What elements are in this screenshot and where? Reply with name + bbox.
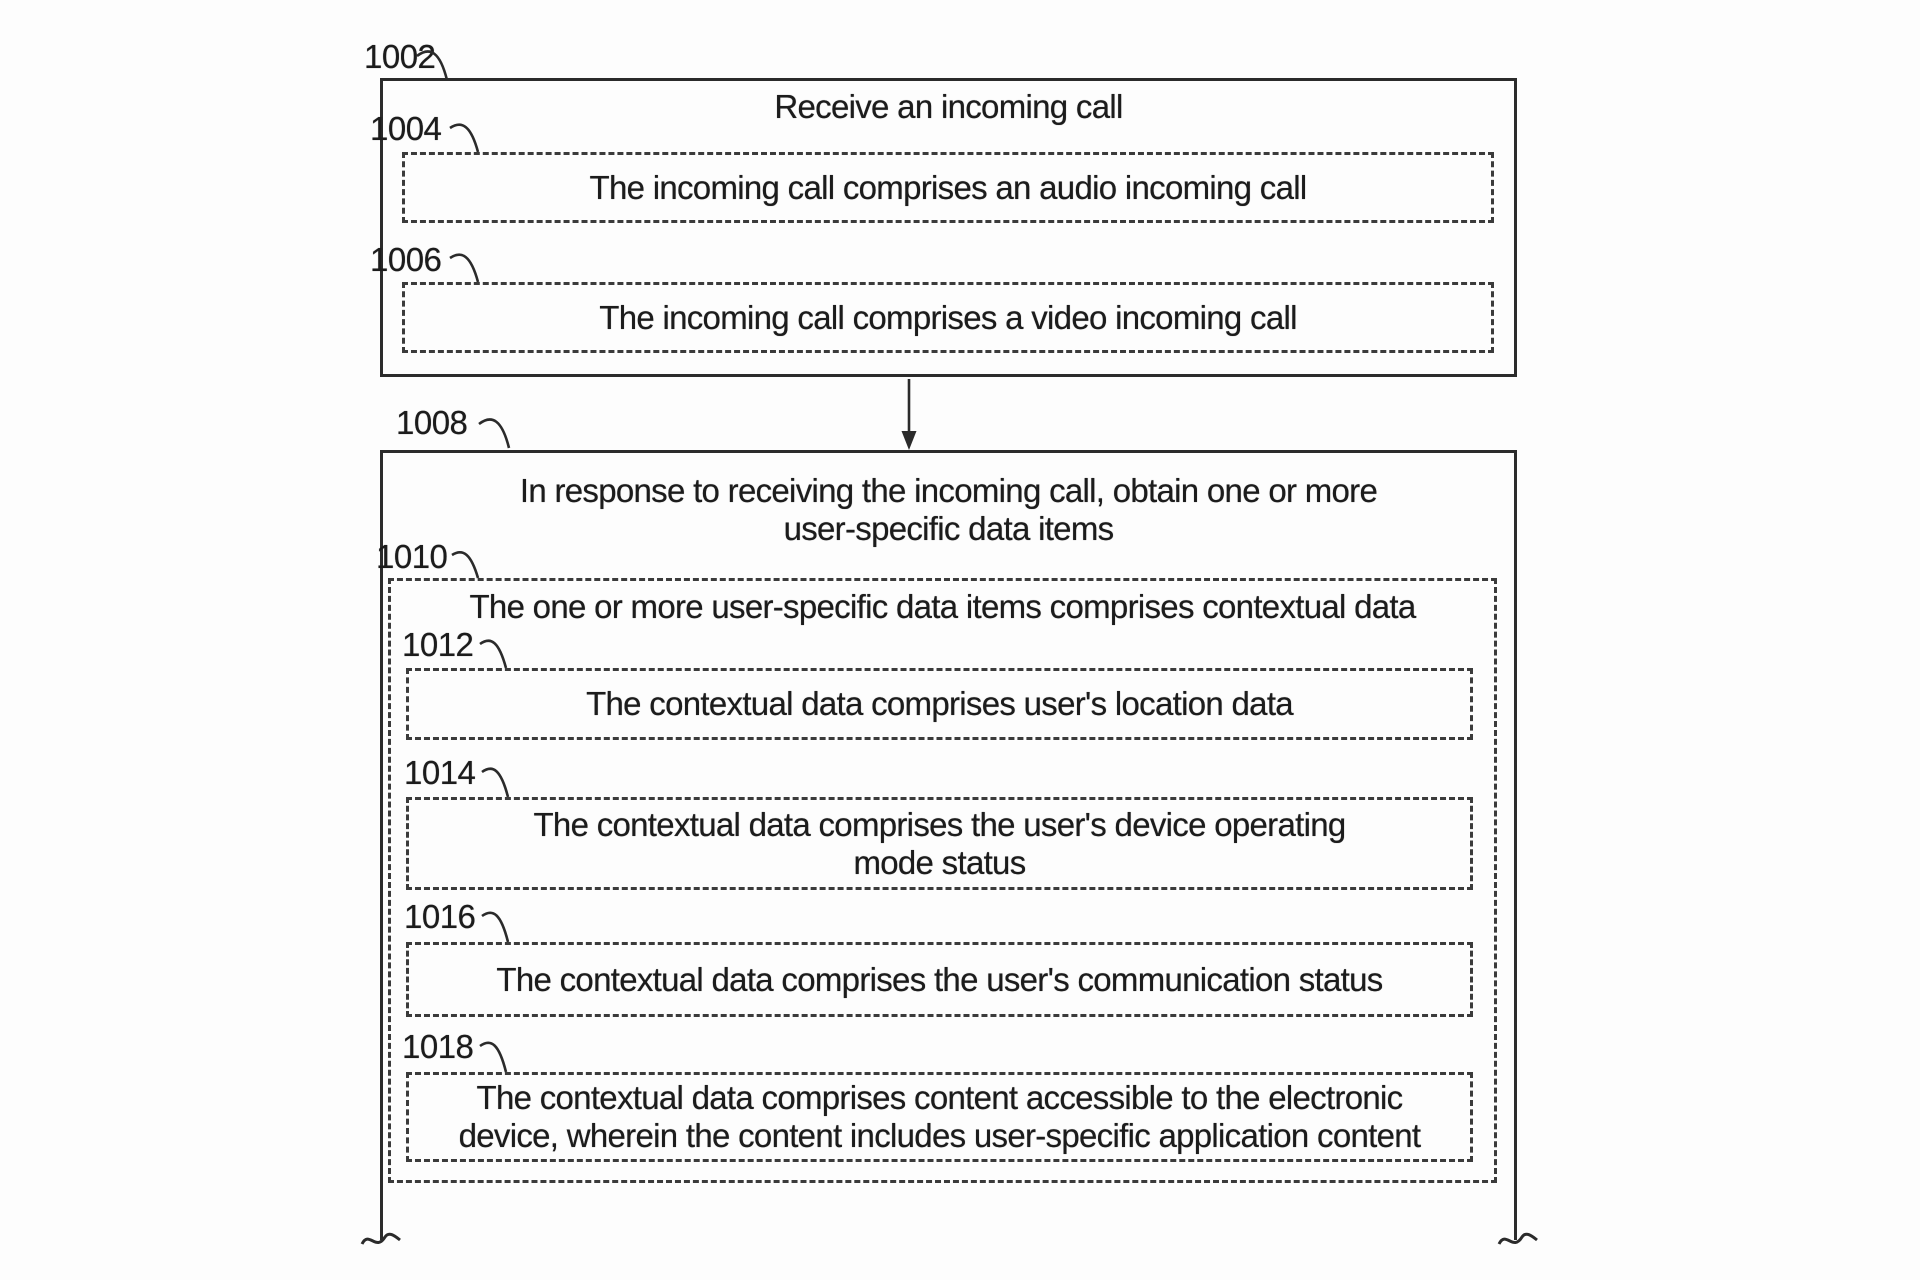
ref-label-1008: 1008 [396,404,468,441]
ref-label-1002: 1002 [364,38,436,75]
box-1018-text: The contextual data comprises content ac… [458,1079,1421,1154]
box-1006-text: The incoming call comprises a video inco… [599,298,1297,336]
box-1002 [380,78,1517,377]
ref-label-1014: 1014 [404,754,476,791]
box-1008 [380,450,1517,1240]
box-1004: The incoming call comprises an audio inc… [402,152,1494,223]
leader-line-1010-icon [451,550,480,579]
box-1010-text: The one or more user-specific data items… [469,588,1416,625]
leader-line-1006-icon [449,253,480,283]
leader-line-1002-icon [416,50,449,81]
box-1008-title: In response to receiving the incoming ca… [519,472,1378,547]
box-1012: The contextual data comprises user's loc… [406,668,1473,740]
box-1012-text: The contextual data comprises user's loc… [586,685,1294,722]
ref-label-1012: 1012 [402,626,474,663]
leader-line-1012-icon [479,639,508,669]
ref-label-1010: 1010 [376,538,448,575]
box-1016-text: The contextual data comprises the user's… [496,960,1383,998]
box-1006: The incoming call comprises a video inco… [402,282,1494,353]
ref-label-1016: 1016 [404,898,476,935]
box-1014: The contextual data comprises the user's… [406,797,1473,890]
ref-label-1006: 1006 [370,241,442,278]
box-1018: The contextual data comprises content ac… [406,1072,1473,1162]
break-mark-left-icon [360,1232,401,1245]
box-1016: The contextual data comprises the user's… [406,942,1473,1017]
break-mark-right-icon [1497,1232,1538,1245]
box-1004-text: The incoming call comprises an audio inc… [589,168,1307,206]
ref-label-1018: 1018 [402,1028,474,1065]
leader-line-1016-icon [481,911,510,943]
leader-line-1004-icon [449,123,480,153]
box-1002-title: Receive an incoming call [774,88,1123,125]
box-1010 [388,578,1497,1183]
leader-line-1014-icon [481,767,510,798]
leader-line-1018-icon [479,1041,508,1073]
leader-line-1008-icon [478,418,511,449]
box-1014-text: The contextual data comprises the user's… [533,805,1346,881]
ref-label-1004: 1004 [370,110,442,147]
flow-arrow-icon [901,379,917,450]
